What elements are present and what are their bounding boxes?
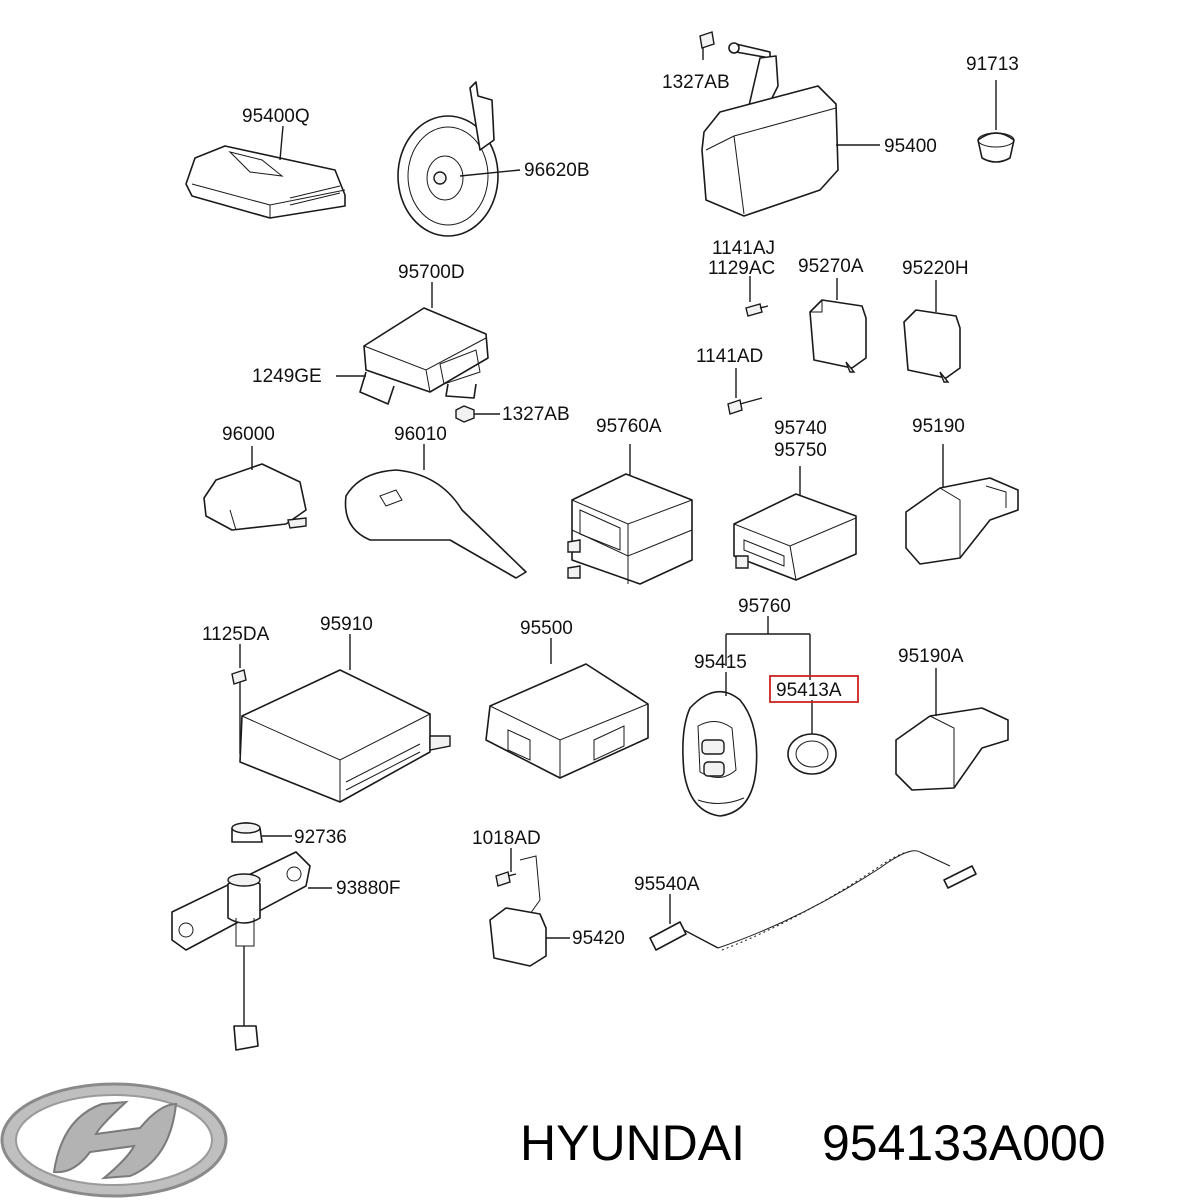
callout-95270a: 95270A [798, 256, 864, 277]
callout-95910: 95910 [320, 614, 373, 635]
callout-95700d: 95700D [398, 262, 465, 283]
callout-91713: 91713 [966, 54, 1019, 75]
part-96000-drawing [203, 463, 307, 531]
part-95500-drawing [485, 663, 649, 779]
callout-92736: 92736 [294, 827, 347, 848]
part-95400q-drawing [185, 145, 346, 219]
part-96010-drawing [344, 469, 527, 579]
part-number: 954133A000 [822, 1115, 1106, 1171]
part-1141ad-bolt [727, 397, 763, 415]
part-95760a-drawing [567, 473, 693, 585]
part-95910-drawing [239, 669, 451, 803]
callout-95540a: 95540A [634, 874, 700, 895]
brand-name: HYUNDAI [520, 1115, 745, 1171]
callout-1327ab-top: 1327AB [662, 72, 730, 93]
callout-95760a: 95760A [596, 416, 662, 437]
callout-93880f: 93880F [336, 878, 400, 899]
callout-95400q: 95400Q [242, 106, 310, 127]
callout-96010: 96010 [394, 424, 447, 445]
part-95400-drawing [699, 31, 839, 217]
part-95190a-drawing [895, 707, 1009, 791]
part-95413a-battery [787, 733, 837, 775]
part-1018ad-screw [495, 871, 517, 887]
callout-96620b: 96620B [524, 160, 590, 181]
part-92736-drawing [231, 822, 263, 843]
part-91713-drawing [977, 132, 1015, 163]
highlight-box-95413a [769, 675, 859, 703]
callout-1018ad: 1018AD [472, 828, 541, 849]
callout-1141aj: 1141AJ [712, 238, 775, 259]
callout-95413a: 95413A [776, 680, 842, 701]
part-95740-drawing [733, 493, 857, 581]
callout-95420: 95420 [572, 928, 625, 949]
callout-1249ge: 1249GE [252, 366, 322, 387]
part-1141aj-screw [745, 303, 769, 317]
callout-1125da: 1125DA [202, 624, 270, 645]
callout-96000: 96000 [222, 424, 275, 445]
part-1125da-bolt [231, 669, 247, 700]
callout-95400: 95400 [884, 136, 937, 157]
part-95420-drawing [489, 855, 547, 967]
callout-95190: 95190 [912, 416, 965, 437]
callout-1141ad: 1141AD [696, 346, 763, 367]
part-95270a-drawing [809, 299, 867, 373]
part-95190-drawing [905, 477, 1019, 565]
part-95700d-drawing [359, 307, 489, 405]
callout-1129ac: 1129AC [708, 258, 775, 279]
part-95540a-drawing [649, 850, 977, 951]
part-95415-drawing [682, 690, 758, 817]
callout-95220h: 95220H [902, 258, 969, 279]
part-93880f-drawing [171, 851, 311, 1051]
callout-1327ab-mid: 1327AB [502, 404, 570, 425]
hyundai-logo [0, 1082, 228, 1198]
callout-95760: 95760 [738, 596, 791, 617]
part-96620b-drawing [397, 81, 499, 237]
callout-95500: 95500 [520, 618, 573, 639]
part-95220h-drawing [903, 309, 961, 383]
callout-95415: 95415 [694, 652, 747, 673]
part-1327ab-nut-mid [455, 405, 475, 423]
callout-95190a: 95190A [898, 646, 964, 667]
callout-95740: 95740 [774, 418, 827, 439]
callout-95750: 95750 [774, 440, 827, 461]
